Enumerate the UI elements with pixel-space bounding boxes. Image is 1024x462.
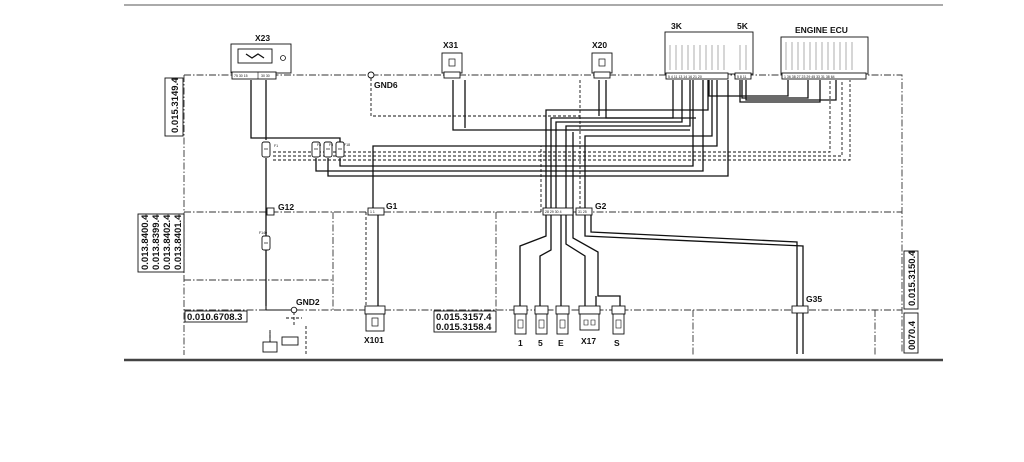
- component-x23[interactable]: X23 75 30 15 30 30: [230, 33, 292, 80]
- x31-label: X31: [443, 40, 458, 50]
- ground-block: [262, 332, 299, 353]
- node-g12: G12: [266, 202, 294, 216]
- gnd6-label: GND6: [374, 80, 398, 90]
- component-engine-ecu[interactable]: ENGINE ECU 1 36 38 27 23 29 45 33 31 38 …: [780, 25, 869, 80]
- svg-text:30 30: 30 30: [261, 74, 270, 78]
- ref-left-top: 0.015.3149.4: [164, 77, 184, 137]
- wires-solid: [250, 80, 837, 354]
- g12-label: G12: [278, 202, 294, 212]
- gnd2-label: GND2: [296, 297, 320, 307]
- component-x101[interactable]: X101: [364, 305, 386, 345]
- component-x20[interactable]: X20: [591, 40, 613, 79]
- component-3k-5k[interactable]: 3K 5K 5 4 11 13 14 16 21 20 5 8 11: [664, 21, 754, 80]
- g1-label: G1: [386, 201, 398, 211]
- ref-right-2: 0070.4: [907, 320, 918, 350]
- connector-5-label: 5: [538, 338, 543, 348]
- x20-label: X20: [592, 40, 607, 50]
- svg-text:5 8 11: 5 8 11: [737, 75, 747, 79]
- connector-e-label: E: [558, 338, 564, 348]
- component-x31[interactable]: X31: [441, 40, 463, 79]
- connector-e[interactable]: E: [555, 305, 570, 348]
- svg-text:5 4 11 13 14 16 21 20: 5 4 11 13 14 16 21 20: [668, 75, 702, 79]
- ref-left-mid-3: 0.013.8402.4: [162, 214, 173, 270]
- fuse-f5[interactable]: F5: [323, 141, 333, 158]
- svg-text:75 30 15: 75 30 15: [234, 74, 248, 78]
- connector-s-label: S: [614, 338, 620, 348]
- g35-label: G35: [806, 294, 822, 304]
- ref-bottom-center-1: 0.015.3157.4: [436, 312, 492, 323]
- g2-label: G2: [595, 201, 607, 211]
- fuse-f140[interactable]: F140: [259, 231, 271, 251]
- node-g1: 1 1 G1: [367, 201, 398, 216]
- k3-label: 3K: [671, 21, 683, 31]
- ref-bottom-center-2: 0.015.3158.4: [436, 322, 492, 333]
- x17-label: X17: [581, 336, 596, 346]
- fuse-f8[interactable]: F8: [311, 141, 321, 158]
- fuse-f18[interactable]: F18: [335, 141, 350, 158]
- connector-1[interactable]: 1: [513, 305, 528, 348]
- x101-label: X101: [364, 335, 384, 345]
- node-gnd2: GND2: [265, 297, 320, 314]
- x23-label: X23: [255, 33, 270, 43]
- ref-right-1: 0.015.3150.4: [907, 250, 918, 306]
- svg-text:28 29 30 4: 28 29 30 4: [545, 210, 562, 214]
- f140-label: F140: [259, 231, 267, 235]
- ref-bottom-left: 0.010.6708.3: [184, 310, 248, 323]
- connector-1-label: 1: [518, 338, 523, 348]
- wires-dashed: [269, 78, 851, 354]
- svg-text:1 36 38 27 23 29 45 33 31 38 6: 1 36 38 27 23 29 45 33 31 38 64: [784, 75, 835, 79]
- ref-right: 0.015.3150.4 0070.4: [903, 250, 919, 354]
- ref-left-top-text: 0.015.3149.4: [170, 77, 181, 133]
- ref-bottom-center: 0.015.3157.4 0.015.3158.4: [433, 310, 497, 333]
- node-g35: G35: [791, 294, 822, 314]
- ref-left-mid-4: 0.013.8401.4: [173, 214, 184, 270]
- f1-label: F1: [274, 144, 278, 148]
- svg-text:31 25: 31 25: [578, 210, 587, 214]
- k5-label: 5K: [737, 21, 749, 31]
- svg-text:1 1: 1 1: [370, 210, 375, 214]
- engine-ecu-label: ENGINE ECU: [795, 25, 848, 35]
- component-x17[interactable]: X17: [578, 305, 601, 346]
- f8-label: F8: [317, 143, 321, 147]
- fuse-f1[interactable]: F1: [261, 141, 278, 158]
- ref-left-mid-1: 0.013.8400.4: [140, 214, 151, 270]
- ref-left-mid-2: 0.013.8399.4: [151, 214, 162, 270]
- ref-bottom-left-text: 0.010.6708.3: [187, 312, 242, 323]
- node-g2: 28 29 30 4 31 25 G2: [542, 201, 607, 216]
- f5-label: F5: [329, 143, 333, 147]
- connector-s[interactable]: S: [611, 305, 626, 348]
- f18-label: F18: [344, 143, 350, 147]
- ref-left-mid: 0.013.8400.4 0.013.8399.4 0.013.8402.4 0…: [137, 213, 185, 273]
- connector-5[interactable]: 5: [534, 305, 549, 348]
